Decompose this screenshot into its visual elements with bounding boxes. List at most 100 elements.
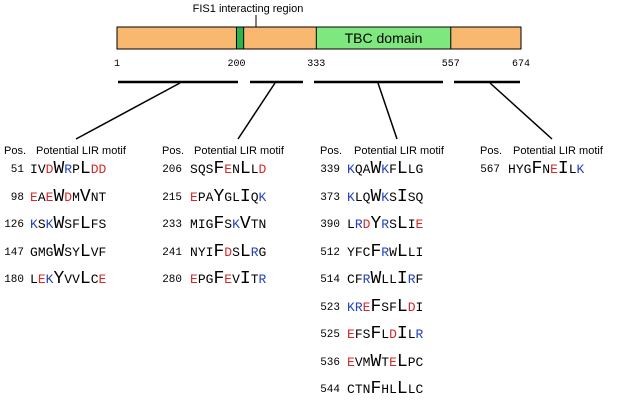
motif-sequence: EAEWDMVNT bbox=[30, 188, 106, 206]
motif-position: 98 bbox=[10, 191, 24, 204]
residue: P bbox=[197, 189, 206, 205]
motif-position: 206 bbox=[162, 164, 182, 176]
residue: L bbox=[389, 272, 397, 287]
motif-header: Potential LIR motif bbox=[513, 145, 603, 157]
residue: I bbox=[396, 324, 408, 344]
residue: P bbox=[197, 272, 206, 287]
residue: E bbox=[190, 189, 198, 205]
protein-segment-2 bbox=[243, 27, 317, 49]
residue: R bbox=[258, 272, 267, 287]
residue: P bbox=[72, 162, 80, 177]
residue: F bbox=[72, 217, 80, 232]
residue: A bbox=[205, 189, 214, 205]
residue: T bbox=[354, 382, 363, 397]
tick-label-2: 333 bbox=[307, 59, 325, 70]
residue: G bbox=[45, 244, 54, 260]
pos-header: Pos. bbox=[4, 145, 27, 157]
residue: F bbox=[389, 299, 397, 315]
motif-header: Potential LIR motif bbox=[354, 145, 444, 157]
residue: V bbox=[239, 214, 251, 234]
residue: K bbox=[347, 189, 355, 205]
residue: I bbox=[557, 159, 569, 179]
fis1-region-label: FIS1 interacting region bbox=[193, 3, 304, 15]
residue: L bbox=[354, 189, 363, 205]
residue: N bbox=[362, 382, 371, 397]
protein-segment-1 bbox=[236, 27, 244, 49]
residue: R bbox=[354, 299, 363, 315]
residue: E bbox=[550, 162, 558, 177]
residue: T bbox=[250, 272, 259, 287]
residue: S bbox=[407, 189, 416, 205]
residue: A bbox=[37, 189, 46, 205]
residue: L bbox=[389, 382, 397, 397]
residue: F bbox=[354, 327, 363, 342]
residue: S bbox=[362, 327, 371, 342]
residue: M bbox=[72, 189, 80, 205]
residue: R bbox=[362, 272, 371, 287]
residue: Y bbox=[347, 244, 355, 260]
residue: G bbox=[415, 162, 424, 177]
motif-sequence: MIGFSKVTN bbox=[190, 215, 266, 233]
residue: I bbox=[239, 269, 251, 289]
residue: E bbox=[98, 272, 107, 287]
residue: W bbox=[53, 241, 65, 262]
residue: S bbox=[190, 162, 198, 177]
motif-sequence: CTNFHLLLC bbox=[347, 380, 423, 398]
residue: V bbox=[354, 354, 363, 370]
residue: G bbox=[205, 217, 214, 232]
residue: W bbox=[53, 159, 65, 179]
residue: K bbox=[45, 217, 54, 232]
residue: F bbox=[213, 269, 225, 289]
residue: R bbox=[250, 244, 259, 260]
motif-position: 280 bbox=[162, 274, 182, 286]
residue: D bbox=[362, 217, 371, 232]
residue: T bbox=[98, 189, 107, 205]
motif-position: 525 bbox=[320, 329, 340, 341]
tick-label-3: 557 bbox=[442, 59, 460, 70]
residue: M bbox=[190, 217, 198, 232]
residue: S bbox=[389, 189, 397, 205]
residue: F bbox=[213, 241, 225, 262]
motif-sequence: EPGFEVITR bbox=[190, 270, 266, 288]
residue: L bbox=[347, 217, 355, 232]
residue: K bbox=[381, 162, 390, 177]
residue: I bbox=[415, 299, 424, 315]
residue: W bbox=[53, 214, 65, 234]
residue: K bbox=[347, 162, 355, 177]
residue: L bbox=[381, 272, 390, 287]
residue: D bbox=[407, 299, 416, 315]
residue: V bbox=[37, 162, 46, 177]
residue: N bbox=[190, 244, 198, 260]
residue: K bbox=[232, 217, 240, 232]
residue: G bbox=[523, 162, 532, 177]
residue: Q bbox=[415, 189, 424, 205]
residue: K bbox=[30, 217, 38, 232]
residue: E bbox=[190, 272, 198, 287]
motif-position: 514 bbox=[320, 274, 340, 286]
residue: L bbox=[407, 327, 416, 342]
motif-sequence: KQAWKFLLG bbox=[347, 160, 423, 178]
residue: V bbox=[90, 244, 99, 260]
motif-sequence: CFRWLLIRF bbox=[347, 270, 423, 288]
residue: L bbox=[407, 382, 416, 397]
residue: M bbox=[362, 354, 371, 370]
motif-position: 523 bbox=[320, 301, 340, 314]
residue: L bbox=[396, 296, 408, 317]
motif-position: 567 bbox=[480, 164, 500, 176]
residue: R bbox=[381, 244, 390, 260]
fan-line-3 bbox=[489, 82, 553, 140]
residue: R bbox=[64, 162, 73, 177]
residue: K bbox=[576, 162, 585, 177]
residue: H bbox=[381, 382, 390, 397]
residue: V bbox=[232, 272, 240, 287]
motif-sequence: EPAYGLIQK bbox=[190, 188, 266, 206]
residue: N bbox=[90, 189, 99, 205]
residue: D bbox=[98, 162, 107, 177]
pos-header: Pos. bbox=[320, 145, 343, 157]
residue: Q bbox=[362, 189, 371, 205]
residue: S bbox=[389, 217, 397, 232]
residue: W bbox=[370, 186, 382, 207]
residue: L bbox=[79, 214, 91, 234]
motif-position: 241 bbox=[162, 246, 182, 259]
residue: F bbox=[98, 244, 107, 260]
